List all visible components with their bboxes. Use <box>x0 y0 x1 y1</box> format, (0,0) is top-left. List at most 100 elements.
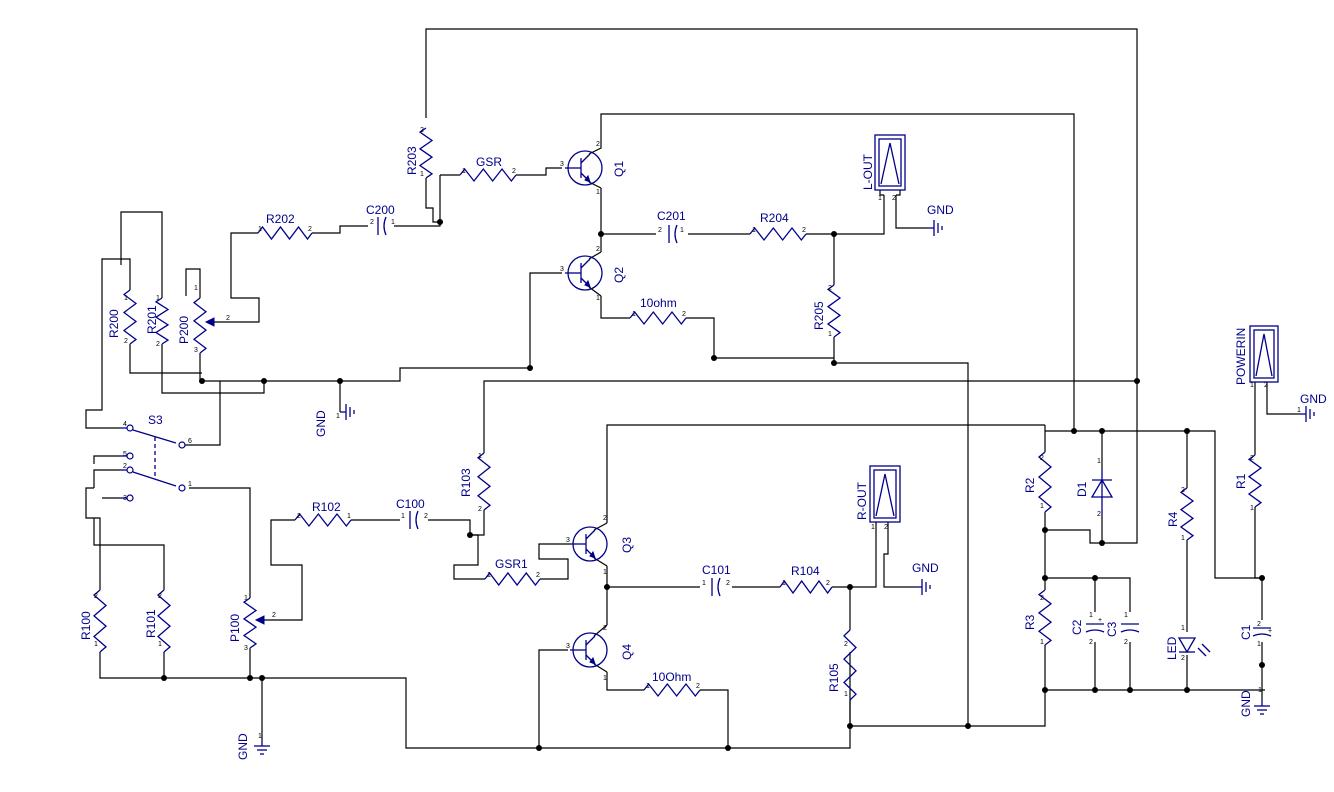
label-s3: S3 <box>148 413 163 427</box>
wire <box>230 232 260 323</box>
label-gsr: GSR <box>476 155 502 169</box>
junction-dot <box>1092 575 1098 581</box>
pin-number: 2 <box>603 515 607 522</box>
pin-number: 2 <box>1040 595 1044 602</box>
resistor-r105 <box>843 629 857 701</box>
junction-dot <box>437 219 443 225</box>
pin-number: 1 <box>752 227 756 234</box>
label-led: LED <box>1165 636 1179 660</box>
resistor-gsr1 <box>484 571 541 587</box>
label-gsr1: GSR1 <box>495 557 528 571</box>
pin-number: 1 <box>871 524 875 531</box>
pin-number: 1 <box>632 311 636 318</box>
junction-dot <box>247 675 253 681</box>
label-r103: R103 <box>459 468 473 497</box>
label-q4: Q4 <box>620 644 634 660</box>
junction-dot <box>1042 687 1048 693</box>
label-r203: R203 <box>405 146 419 175</box>
junction-dot <box>847 723 853 729</box>
label-10ohm-top: 10ohm <box>640 296 677 310</box>
pin-number: 1 <box>702 580 706 587</box>
junction-dot <box>598 231 604 237</box>
wire <box>161 344 265 394</box>
pin-number: 2 <box>892 195 896 202</box>
pin-number: 2 <box>682 311 686 318</box>
ground-bottom <box>254 740 270 755</box>
label-gnd-l-out: GND <box>927 203 954 217</box>
pin-number: 1 <box>646 683 650 690</box>
pin-number: 2 <box>1181 487 1185 494</box>
pin-number: 2 <box>596 246 600 253</box>
wires <box>85 28 1300 749</box>
pin-number: 6 <box>188 438 192 445</box>
pin-number: 1 <box>1040 639 1044 646</box>
pin-number: 1 <box>603 675 607 682</box>
wire <box>129 344 202 374</box>
junction-dot <box>1071 428 1077 434</box>
label-r2: R2 <box>1023 477 1037 493</box>
wire <box>538 543 570 580</box>
wire <box>312 225 368 234</box>
wire <box>1045 430 1103 470</box>
label-d1: D1 <box>1075 481 1089 497</box>
label-c3: C3 <box>1105 621 1119 637</box>
resistor-r201 <box>154 297 170 345</box>
label-c100: C100 <box>396 497 425 511</box>
wire <box>686 317 715 358</box>
jack-r-out <box>869 465 901 523</box>
junction-dot <box>965 723 971 729</box>
junction-dot <box>259 675 265 681</box>
label-c201: C201 <box>657 209 686 223</box>
junction-dot <box>604 584 610 590</box>
pin-number: 5 <box>123 451 127 458</box>
label-c101: C101 <box>702 563 731 577</box>
capacitor-c201 <box>668 224 678 244</box>
wire <box>700 689 729 748</box>
wire <box>93 469 120 488</box>
resistor-r100 <box>93 589 107 653</box>
resistor-gsr <box>459 167 517 183</box>
wire <box>895 195 928 229</box>
pin-number: 1 <box>194 285 198 292</box>
label-r104: R104 <box>791 564 820 578</box>
pin-number: 1 <box>94 641 98 648</box>
pin-number: 2 <box>124 338 128 345</box>
label-r-out: R-OUT <box>855 481 869 520</box>
potentiometer-p100-wiper <box>254 615 265 625</box>
pin-number: 1 <box>347 513 351 520</box>
pin-number: 4 <box>123 421 127 428</box>
wire <box>189 487 251 598</box>
junction-dot <box>1042 575 1048 581</box>
jack-l-out <box>874 134 906 191</box>
wire <box>600 296 630 319</box>
led <box>1177 637 1211 657</box>
junction-dot <box>1092 687 1098 693</box>
label-r102: R102 <box>312 500 341 514</box>
ground-r-out <box>916 579 931 595</box>
wire <box>593 663 608 673</box>
junction-dot <box>1099 540 1105 546</box>
resistor-10ohm-top <box>629 310 687 326</box>
potentiometer-p200 <box>192 297 208 354</box>
pin-number: 1 <box>1250 382 1254 389</box>
capacitor-c1 <box>1252 627 1272 637</box>
junction-dot <box>711 355 717 361</box>
pin-number: 1 <box>258 733 262 740</box>
label-r3: R3 <box>1023 614 1037 630</box>
pin-number: 1 <box>391 219 395 226</box>
wire <box>606 672 644 691</box>
label-gnd-powerin: GND <box>1300 392 1327 406</box>
wire <box>1254 507 1263 620</box>
potentiometer-p200-wiper <box>204 317 215 327</box>
wire <box>516 167 562 176</box>
junction-dot <box>1184 687 1190 693</box>
wire <box>425 178 440 223</box>
pin-number: 3 <box>560 266 564 273</box>
pin-number: 1 <box>336 413 340 420</box>
pin-number: 1 <box>462 168 466 175</box>
pin-number: 1 <box>401 513 405 520</box>
label-r100: R100 <box>79 611 93 640</box>
pin-number: 1 <box>1040 503 1044 510</box>
